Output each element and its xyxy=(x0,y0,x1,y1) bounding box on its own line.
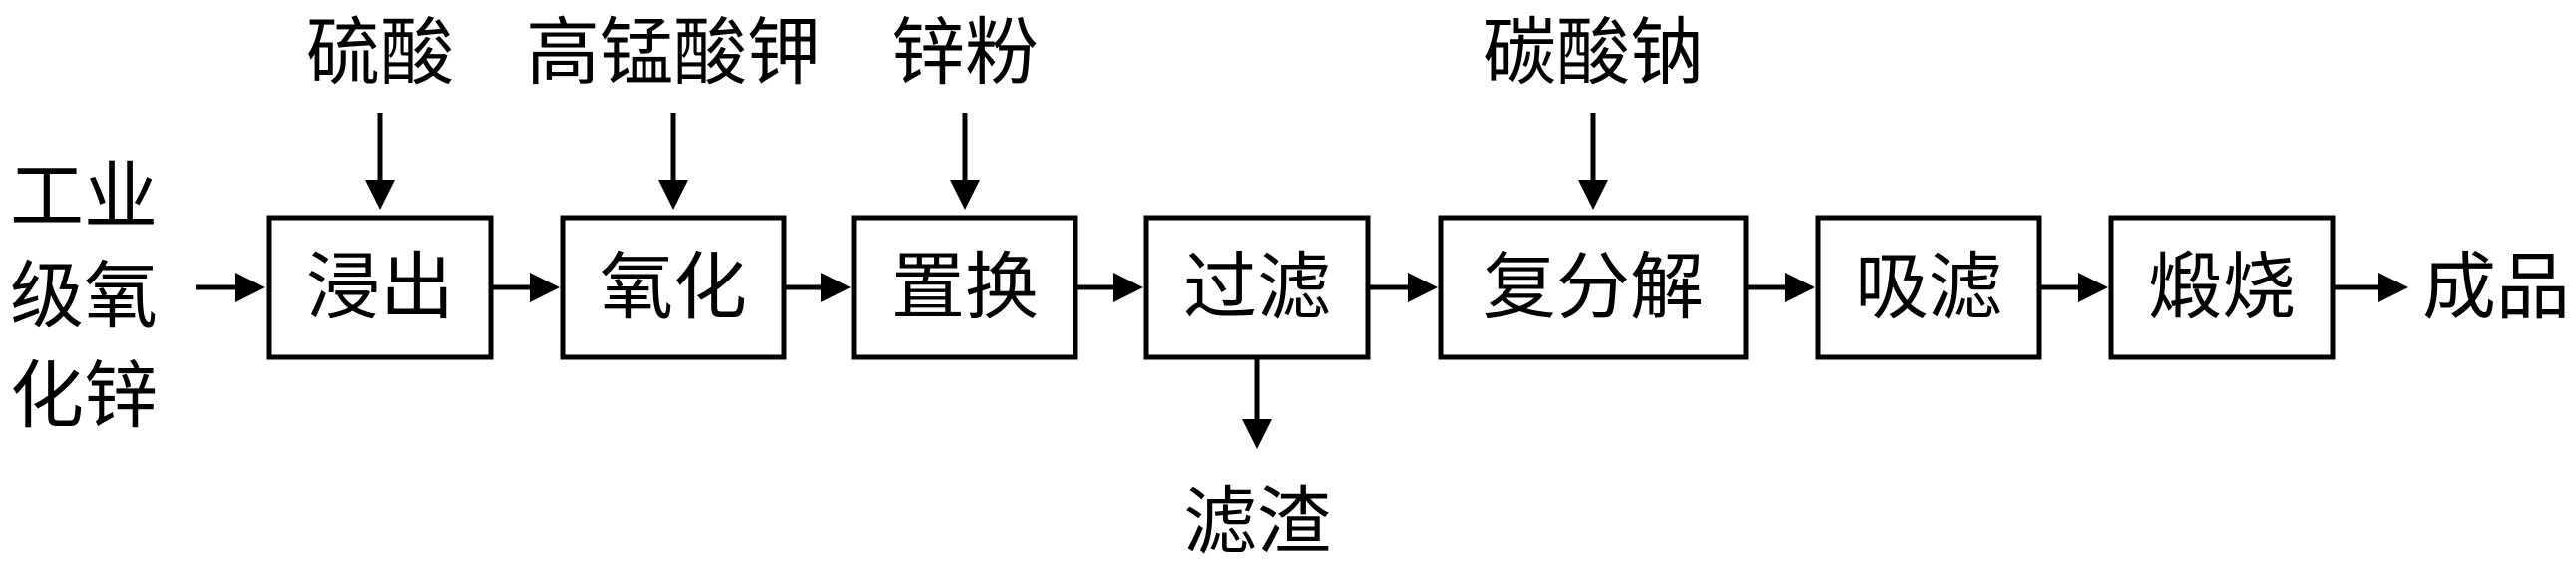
reagent-replacement-label: 锌粉 xyxy=(891,10,1039,96)
step-oxidation: 氧化 xyxy=(560,215,787,360)
step-calcination: 煅烧 xyxy=(2108,215,2336,360)
step-double-decomposition: 复分解 xyxy=(1438,215,1749,360)
step-filtration: 过滤 xyxy=(1143,215,1371,360)
byproduct-label: 滤渣 xyxy=(1183,479,1331,561)
step-calcination-label: 煅烧 xyxy=(2148,245,2296,330)
reagent-double-decomposition-label: 碳酸钠 xyxy=(1483,10,1704,96)
raw-material-label: 工业 级氧 化锌 xyxy=(10,154,158,439)
step-leaching: 浸出 xyxy=(266,215,494,360)
arrow-reagent-leaching xyxy=(365,113,395,210)
step-double-decomposition-label: 复分解 xyxy=(1483,245,1704,330)
step-replacement-box xyxy=(851,215,1078,360)
step-replacement-label: 置换 xyxy=(891,245,1039,330)
step-double-decomposition-box xyxy=(1438,215,1749,360)
arrow-reagent-double-decomposition xyxy=(1578,113,1608,210)
step-replacement: 置换 xyxy=(851,215,1078,360)
step-suction-filtration-label: 吸滤 xyxy=(1855,245,2002,330)
arrow-filtration-to-double-decomposition xyxy=(1368,273,1438,302)
arrow-reagent-replacement xyxy=(950,113,980,210)
step-oxidation-label: 氧化 xyxy=(600,245,747,330)
arrow-filtration-to-byproduct xyxy=(1242,357,1272,449)
raw-material-line-1: 工业 xyxy=(10,154,158,240)
arrow-calcination-to-product xyxy=(2333,273,2408,302)
step-filtration-label: 过滤 xyxy=(1183,245,1331,330)
step-suction-filtration: 吸滤 xyxy=(1815,215,2042,360)
arrow-raw-to-leaching xyxy=(196,273,265,302)
step-suction-filtration-box xyxy=(1815,215,2042,360)
arrow-replacement-to-filtration xyxy=(1075,273,1143,302)
raw-material-line-2: 级氧 xyxy=(10,254,158,339)
reagent-oxidation-label: 高锰酸钾 xyxy=(526,10,821,96)
arrow-reagent-oxidation xyxy=(658,113,688,210)
reagent-leaching-label: 硫酸 xyxy=(306,10,454,96)
arrow-suction-filtration-to-calcination xyxy=(2039,273,2108,302)
raw-material-line-3: 化锌 xyxy=(10,353,158,439)
arrow-double-decomposition-to-suction-filtration xyxy=(1746,273,1815,302)
arrow-leaching-to-oxidation xyxy=(491,273,560,302)
arrow-oxidation-to-replacement xyxy=(784,273,851,302)
product-label: 成品 xyxy=(2422,245,2570,330)
step-filtration-box xyxy=(1143,215,1371,360)
step-leaching-label: 浸出 xyxy=(306,245,454,330)
